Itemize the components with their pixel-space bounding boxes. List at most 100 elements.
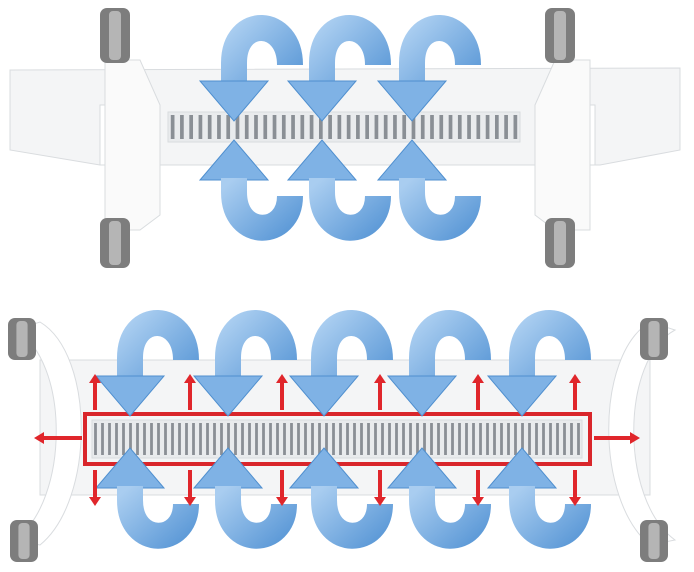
left-stand (13, 321, 82, 546)
grille-slot (115, 423, 118, 455)
grille-slot (332, 423, 335, 455)
grille-slot (437, 423, 440, 455)
grille-slot (472, 423, 475, 455)
grille-slot (360, 423, 363, 455)
grille-slot (226, 115, 231, 139)
grille-slot (234, 423, 237, 455)
grille-slot (291, 115, 295, 139)
grille-slot (409, 423, 412, 455)
grille-slot (439, 115, 444, 139)
airflow-arrow-down (399, 15, 481, 83)
airflow-arrowhead (376, 80, 448, 122)
grille-slot (402, 423, 405, 455)
grille-slot (178, 423, 181, 455)
wheel-hub (648, 321, 660, 357)
grille-slot (309, 115, 314, 139)
heat-arrowhead (374, 374, 386, 383)
heat-arrowhead (472, 497, 484, 506)
airflow-arrow-down (509, 310, 591, 378)
grille-slot (108, 423, 111, 455)
airflow-arrowhead (94, 375, 166, 417)
grille-slot (465, 423, 468, 455)
grille-slot (356, 115, 360, 139)
grille-slot (101, 423, 104, 455)
grille-slot (129, 423, 132, 455)
grille-slot (367, 423, 370, 455)
grille-slot (577, 423, 580, 455)
grille-slot (485, 115, 490, 139)
wheel-hub (16, 321, 28, 357)
grille-slot (198, 115, 203, 139)
right-stand (534, 59, 591, 231)
grille-slot (297, 423, 300, 455)
grille-slot (248, 423, 251, 455)
grille-slot (283, 423, 286, 455)
top-heater (9, 8, 681, 268)
wheel-hub (109, 221, 121, 265)
grille-slot (189, 115, 194, 139)
grille-slot (486, 423, 489, 455)
grille-slot (416, 423, 419, 455)
grille-slot (207, 115, 212, 139)
grille-slot (262, 423, 265, 455)
grille-slot (493, 423, 496, 455)
grille-slot (199, 423, 202, 455)
airflow-arrowhead (198, 80, 270, 122)
grille-slot (479, 423, 482, 455)
airflow-arrow-down (215, 310, 297, 378)
wheel-hub (648, 523, 660, 559)
grille-slot (500, 423, 503, 455)
grille-slot (563, 423, 566, 455)
grille-slot (388, 423, 391, 455)
grille-slot (353, 423, 356, 455)
grille-slot (542, 423, 545, 455)
grille-slot (122, 423, 125, 455)
grille-slot (570, 423, 573, 455)
grille-slot (528, 423, 531, 455)
grille-slot (318, 423, 321, 455)
heat-arrowhead (276, 497, 288, 506)
airflow-arrow-up (221, 178, 303, 241)
heat-arrowhead (569, 374, 581, 383)
grille-slot (244, 115, 249, 139)
grille-slot (94, 423, 97, 455)
grille-slot (241, 423, 244, 455)
grille-slot (170, 115, 175, 139)
grille-slot (213, 423, 216, 455)
grille-slot (458, 423, 461, 455)
grille-slot (374, 423, 377, 455)
grille-slot (311, 423, 314, 455)
grille-slot (476, 115, 481, 139)
airflow-arrowhead (486, 375, 558, 417)
grille-slot (420, 115, 425, 139)
grille-slot (328, 115, 332, 139)
grille-slot (430, 115, 434, 139)
grille-slot (300, 115, 305, 139)
grille-slot (157, 423, 160, 455)
grille-slot (365, 115, 370, 139)
airflow-arrow-up (509, 486, 591, 549)
airflow-arrow-up (311, 486, 393, 549)
grille-slot (192, 423, 195, 455)
grille-slot (556, 423, 559, 455)
grille-slot (227, 423, 230, 455)
wheel-hub (554, 11, 566, 60)
grille-slot (171, 423, 174, 455)
grille-slot (381, 423, 384, 455)
wheel-hub (554, 221, 566, 265)
grille-slot (521, 423, 524, 455)
heat-arrowhead (184, 374, 196, 383)
grille-slot (276, 423, 279, 455)
heat-arrowhead (569, 497, 581, 506)
airflow-arrow-down (311, 310, 393, 378)
airflow-arrow-down (117, 310, 199, 378)
airflow-arrowhead (386, 375, 458, 417)
grille-slot (504, 115, 508, 139)
grille-slot (217, 115, 221, 139)
grille-slot (255, 423, 258, 455)
airflow-arrow-up (409, 486, 491, 549)
grille-slot (136, 423, 139, 455)
wheel-hub (18, 523, 30, 559)
heat-arrowhead (374, 497, 386, 506)
heat-arrowhead (89, 497, 101, 506)
